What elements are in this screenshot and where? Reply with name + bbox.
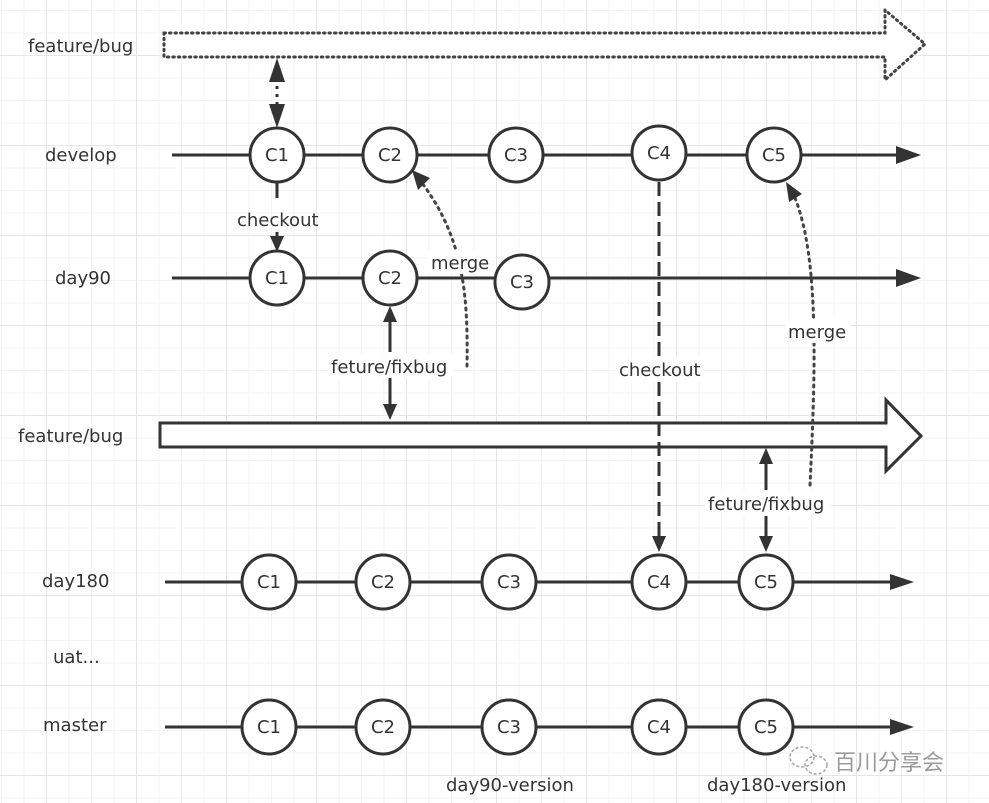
- wechat-icon: [789, 746, 828, 775]
- commit-label: C4: [647, 717, 671, 738]
- checkout-label-1: checkout: [237, 210, 319, 231]
- fixbug-label-bg-2: [705, 491, 831, 515]
- master-commit-node: C5: [737, 698, 795, 756]
- commit-label: C3: [504, 145, 528, 166]
- lane-label-uat: uat...: [53, 647, 100, 668]
- watermark-text: 百川分享会: [834, 751, 944, 776]
- commit-circle: [240, 698, 298, 756]
- day180-commit-node: C1: [240, 553, 298, 611]
- master-commit-node: C3: [480, 698, 538, 756]
- lane-label-master: master: [43, 715, 107, 736]
- commit-label: C2: [371, 572, 395, 593]
- day180-arrowhead: [890, 574, 914, 590]
- commit-circle: [354, 698, 412, 756]
- day180-commit-node: C2: [354, 553, 412, 611]
- develop-commit-node: C2: [361, 126, 419, 184]
- feature-bug-solid-arrow: [158, 396, 924, 475]
- day90-arrowhead: [896, 269, 921, 287]
- commit-label: C4: [647, 572, 671, 593]
- commit-circle: [480, 698, 538, 756]
- watermark: 百川分享会: [789, 746, 944, 776]
- day180-commit-node: C5: [737, 553, 795, 611]
- develop-commit-node: C4: [630, 124, 688, 182]
- day180-commit-node: C4: [630, 553, 688, 611]
- commit-circle: [240, 553, 298, 611]
- commit-circle: [248, 249, 306, 307]
- commit-label: C1: [257, 572, 281, 593]
- merge-label-bg-2: [785, 319, 851, 343]
- checkout-link-1: [270, 182, 284, 252]
- day180-commit-node: C3: [480, 553, 538, 611]
- commit-circle: [630, 124, 688, 182]
- lane-label-feature-mid: feature/bug: [18, 426, 123, 447]
- commit-circle: [354, 553, 412, 611]
- merge-label-2: merge: [788, 322, 846, 343]
- fixbug-link-2: [759, 448, 773, 552]
- commit-circle: [487, 126, 545, 184]
- commit-label: C5: [754, 572, 778, 593]
- checkout-label-2: checkout: [619, 360, 701, 381]
- lane-label-day180: day180: [42, 571, 109, 592]
- commit-label: C1: [265, 268, 289, 289]
- develop-commit-node: C5: [745, 126, 803, 184]
- merge-label-bg-1: [428, 250, 494, 274]
- commit-circle: [248, 126, 306, 184]
- day90-commit-node: C3: [493, 253, 551, 311]
- commit-label: C1: [265, 145, 289, 166]
- master-commit-node: C4: [630, 698, 688, 756]
- merge-label-1: merge: [431, 253, 489, 274]
- checkout-link-2: [652, 182, 666, 552]
- commit-circle: [737, 553, 795, 611]
- checkout-label-bg-2: [617, 358, 703, 382]
- commit-label: C2: [378, 145, 402, 166]
- merge-curve-1: [412, 170, 469, 368]
- fixbug-label-1: feture/fixbug: [331, 357, 447, 378]
- commit-label: C2: [378, 268, 402, 289]
- version-label-day180: day180-version: [707, 775, 846, 796]
- feature-bug-dotted-arrow: [162, 6, 928, 84]
- commit-label: C3: [510, 272, 534, 293]
- master-arrowhead: [890, 719, 914, 735]
- develop-commit-node: C1: [248, 126, 306, 184]
- commit-label: C4: [647, 143, 671, 164]
- lane-label-feature-top: feature/bug: [28, 36, 133, 57]
- commit-circle: [493, 253, 551, 311]
- commit-circle: [630, 698, 688, 756]
- commit-circle: [630, 553, 688, 611]
- fixbug-link-1: [383, 306, 397, 420]
- commit-label: C3: [497, 717, 521, 738]
- develop-commit-node: C3: [487, 126, 545, 184]
- commit-circle: [737, 698, 795, 756]
- commit-circle: [361, 249, 419, 307]
- commit-circle: [745, 126, 803, 184]
- master-commit-node: C2: [354, 698, 412, 756]
- develop-arrowhead: [896, 146, 921, 164]
- version-label-day90: day90-version: [446, 775, 574, 796]
- commit-label: C3: [497, 572, 521, 593]
- day90-commit-node: C2: [361, 249, 419, 307]
- commit-label: C1: [257, 717, 281, 738]
- link-feature-develop: [269, 58, 285, 128]
- fixbug-label-2: feture/fixbug: [708, 494, 824, 515]
- commit-circle: [480, 553, 538, 611]
- commit-label: C5: [754, 717, 778, 738]
- day90-commit-node: C1: [248, 249, 306, 307]
- commit-label: C2: [371, 717, 395, 738]
- lane-label-develop: develop: [45, 145, 117, 166]
- master-commit-node: C1: [240, 698, 298, 756]
- commit-circle: [361, 126, 419, 184]
- commit-label: C5: [762, 145, 786, 166]
- fixbug-label-bg-1: [328, 354, 454, 378]
- lane-label-day90: day90: [55, 268, 111, 289]
